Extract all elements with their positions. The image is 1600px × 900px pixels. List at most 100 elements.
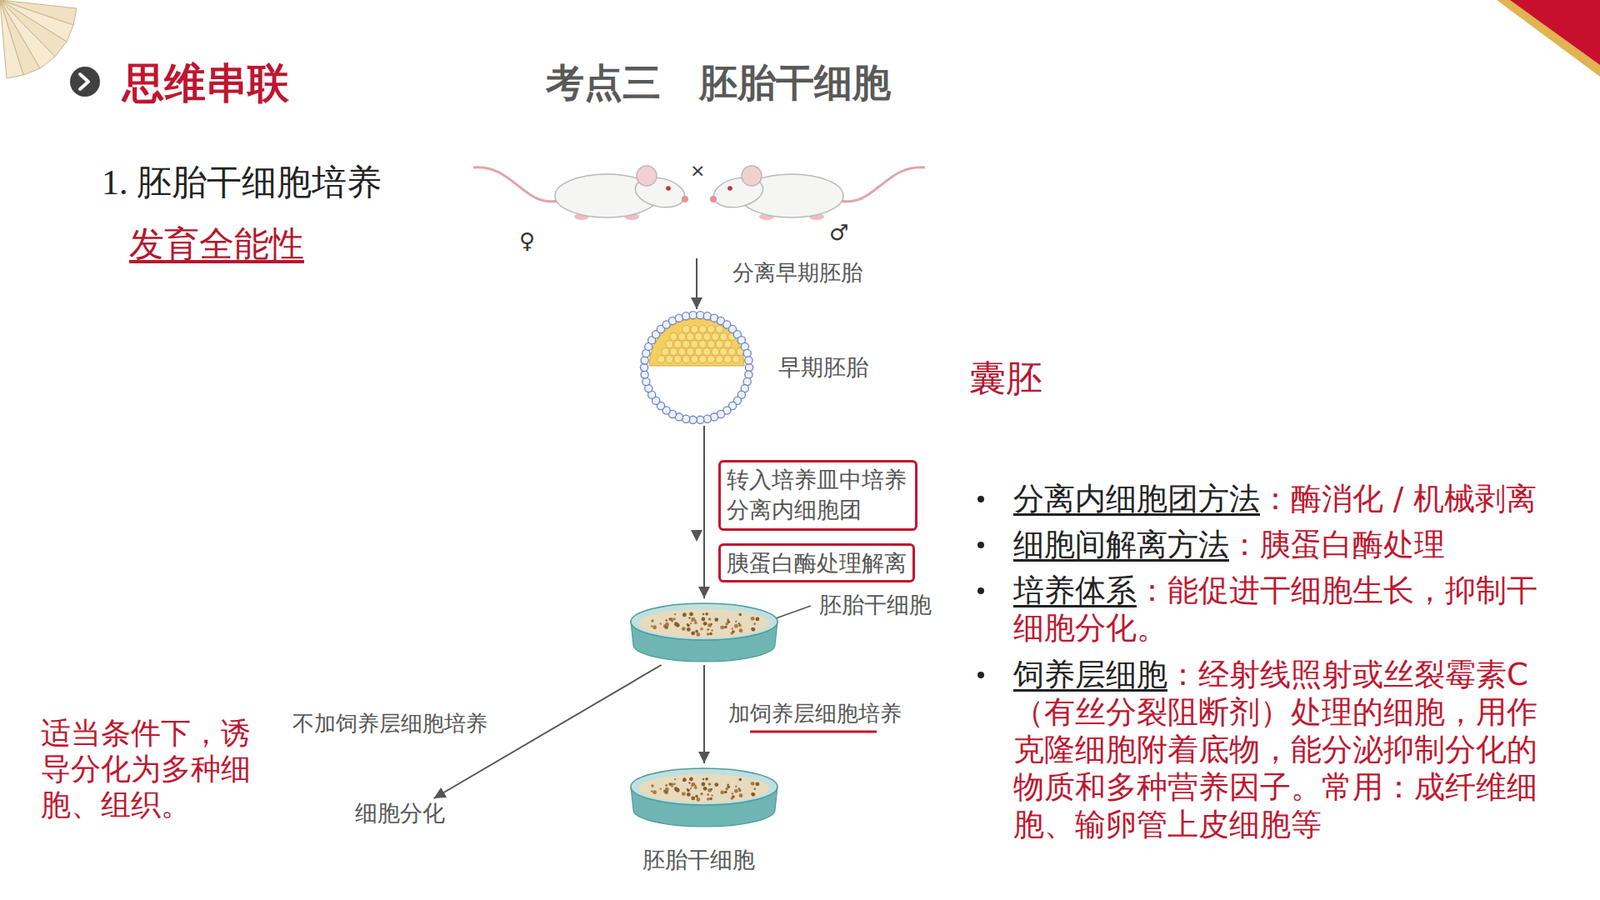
cell-colony bbox=[650, 619, 655, 623]
cell bbox=[724, 355, 732, 363]
cell bbox=[665, 340, 674, 348]
cell bbox=[715, 355, 724, 363]
cell-colony bbox=[734, 624, 739, 629]
cell bbox=[707, 325, 715, 333]
trophoblast-cell bbox=[682, 312, 690, 320]
cell-colony bbox=[754, 622, 756, 625]
cell-colony bbox=[686, 792, 691, 797]
cell bbox=[690, 340, 699, 348]
trophoblast-cell bbox=[640, 356, 649, 365]
cell-colony bbox=[691, 617, 696, 622]
cell-colony bbox=[682, 778, 687, 783]
corner-fan bbox=[0, 0, 77, 79]
cell-colony bbox=[700, 617, 705, 622]
cell-colony bbox=[695, 630, 699, 634]
cell-colony bbox=[690, 787, 692, 790]
cell-colony bbox=[673, 618, 675, 620]
annotation: 囊胚 bbox=[969, 356, 1043, 401]
cell-colony bbox=[739, 793, 744, 798]
mouse-nose bbox=[681, 195, 689, 203]
bullet-description: ：胰蛋白酶处理 bbox=[1229, 526, 1445, 563]
cell-colony bbox=[710, 788, 713, 790]
cell-colony bbox=[702, 613, 705, 615]
cell-colony bbox=[682, 613, 687, 618]
trophoblast-cell bbox=[745, 363, 753, 371]
node-text: 胚胎干细胞 bbox=[642, 846, 755, 874]
cell bbox=[715, 340, 724, 348]
step-box: 转入培养皿中培养 分离内细胞团 bbox=[718, 460, 918, 531]
petri-dish-drawing bbox=[627, 598, 781, 665]
cell-colony bbox=[750, 627, 755, 632]
cell-colony bbox=[705, 777, 709, 781]
cell-colony bbox=[738, 622, 740, 625]
petri-dish: 胚胎干细胞 bbox=[627, 763, 781, 830]
cell-colony bbox=[674, 787, 679, 792]
cell bbox=[686, 332, 695, 340]
cell-colony bbox=[686, 624, 690, 628]
edge-label: 加饲养层细胞培养 bbox=[726, 700, 904, 727]
cell-colony bbox=[703, 621, 708, 626]
bullet-term: 饲养层细胞 bbox=[1013, 656, 1168, 693]
bullet-dot bbox=[977, 495, 985, 503]
mouse-pair: ♀×♂ bbox=[469, 150, 929, 259]
cell bbox=[715, 325, 724, 333]
cell-colony bbox=[720, 790, 725, 795]
bullet-item: 饲养层细胞：经射线照射或丝裂霉素C（有丝分裂阻断剂）处理的细胞，用作克隆细胞附着… bbox=[974, 655, 1575, 845]
dish-rim bbox=[630, 768, 778, 805]
cell-colony bbox=[694, 620, 698, 625]
cell-colony bbox=[714, 617, 719, 622]
cell bbox=[682, 325, 690, 333]
cell-colony bbox=[726, 783, 729, 785]
slide-title: 考点三 胚胎干细胞 bbox=[545, 60, 891, 106]
cell-colony bbox=[695, 797, 700, 802]
red-underline bbox=[750, 730, 877, 734]
bullet-dot bbox=[977, 671, 985, 679]
cell-colony bbox=[724, 790, 728, 795]
cell bbox=[695, 347, 703, 355]
cell-colony bbox=[689, 776, 694, 781]
cell-colony bbox=[683, 777, 687, 781]
cell-colony bbox=[706, 793, 709, 795]
cell-colony bbox=[660, 622, 662, 625]
cell bbox=[724, 340, 732, 348]
bullet-item: 细胞间解离方法：胰蛋白酶处理 bbox=[974, 525, 1575, 564]
cell-colony bbox=[690, 631, 695, 636]
cell bbox=[720, 332, 728, 340]
section-icon bbox=[70, 66, 100, 97]
bullet-item: 分离内细胞团方法：酶消化 / 机械剥离 bbox=[974, 480, 1575, 518]
bullet-term: 细胞间解离方法 bbox=[1013, 526, 1230, 563]
cell-colony bbox=[652, 625, 657, 630]
edge-label: 不加饲养层细胞培养 bbox=[290, 710, 490, 737]
cell-colony bbox=[739, 628, 744, 633]
cell-colony bbox=[720, 625, 725, 630]
cell bbox=[732, 355, 740, 363]
cell-colony bbox=[738, 787, 740, 790]
cell bbox=[678, 332, 686, 340]
culture-medium bbox=[639, 609, 770, 638]
node-text: 胚胎干细胞 bbox=[819, 591, 932, 619]
cell-colony bbox=[731, 630, 735, 634]
cell bbox=[670, 347, 678, 355]
cell-colony bbox=[710, 794, 713, 796]
trophoblast-cell bbox=[642, 377, 650, 385]
cell-colony bbox=[750, 792, 755, 797]
cell-colony bbox=[669, 617, 673, 621]
flow-arrow bbox=[703, 425, 705, 599]
mouse-ear bbox=[741, 165, 762, 186]
cell-colony bbox=[725, 622, 729, 626]
blastocyst-drawing bbox=[638, 309, 755, 426]
trophoblast-cell bbox=[696, 311, 705, 320]
blastocyst: 早期胚胎 bbox=[638, 309, 755, 426]
mid-arrowhead bbox=[690, 530, 703, 542]
flow-arrow bbox=[695, 258, 698, 310]
cell-colony bbox=[665, 622, 670, 627]
cell-colony bbox=[691, 782, 696, 787]
cell-colony bbox=[674, 613, 676, 615]
node-text: 细胞分化 bbox=[355, 800, 445, 827]
cell bbox=[690, 325, 699, 333]
cell-colony bbox=[690, 622, 692, 625]
cell-colony bbox=[705, 612, 709, 616]
cell-colony bbox=[710, 623, 713, 625]
cell-colony bbox=[652, 790, 657, 795]
cell bbox=[674, 340, 682, 348]
